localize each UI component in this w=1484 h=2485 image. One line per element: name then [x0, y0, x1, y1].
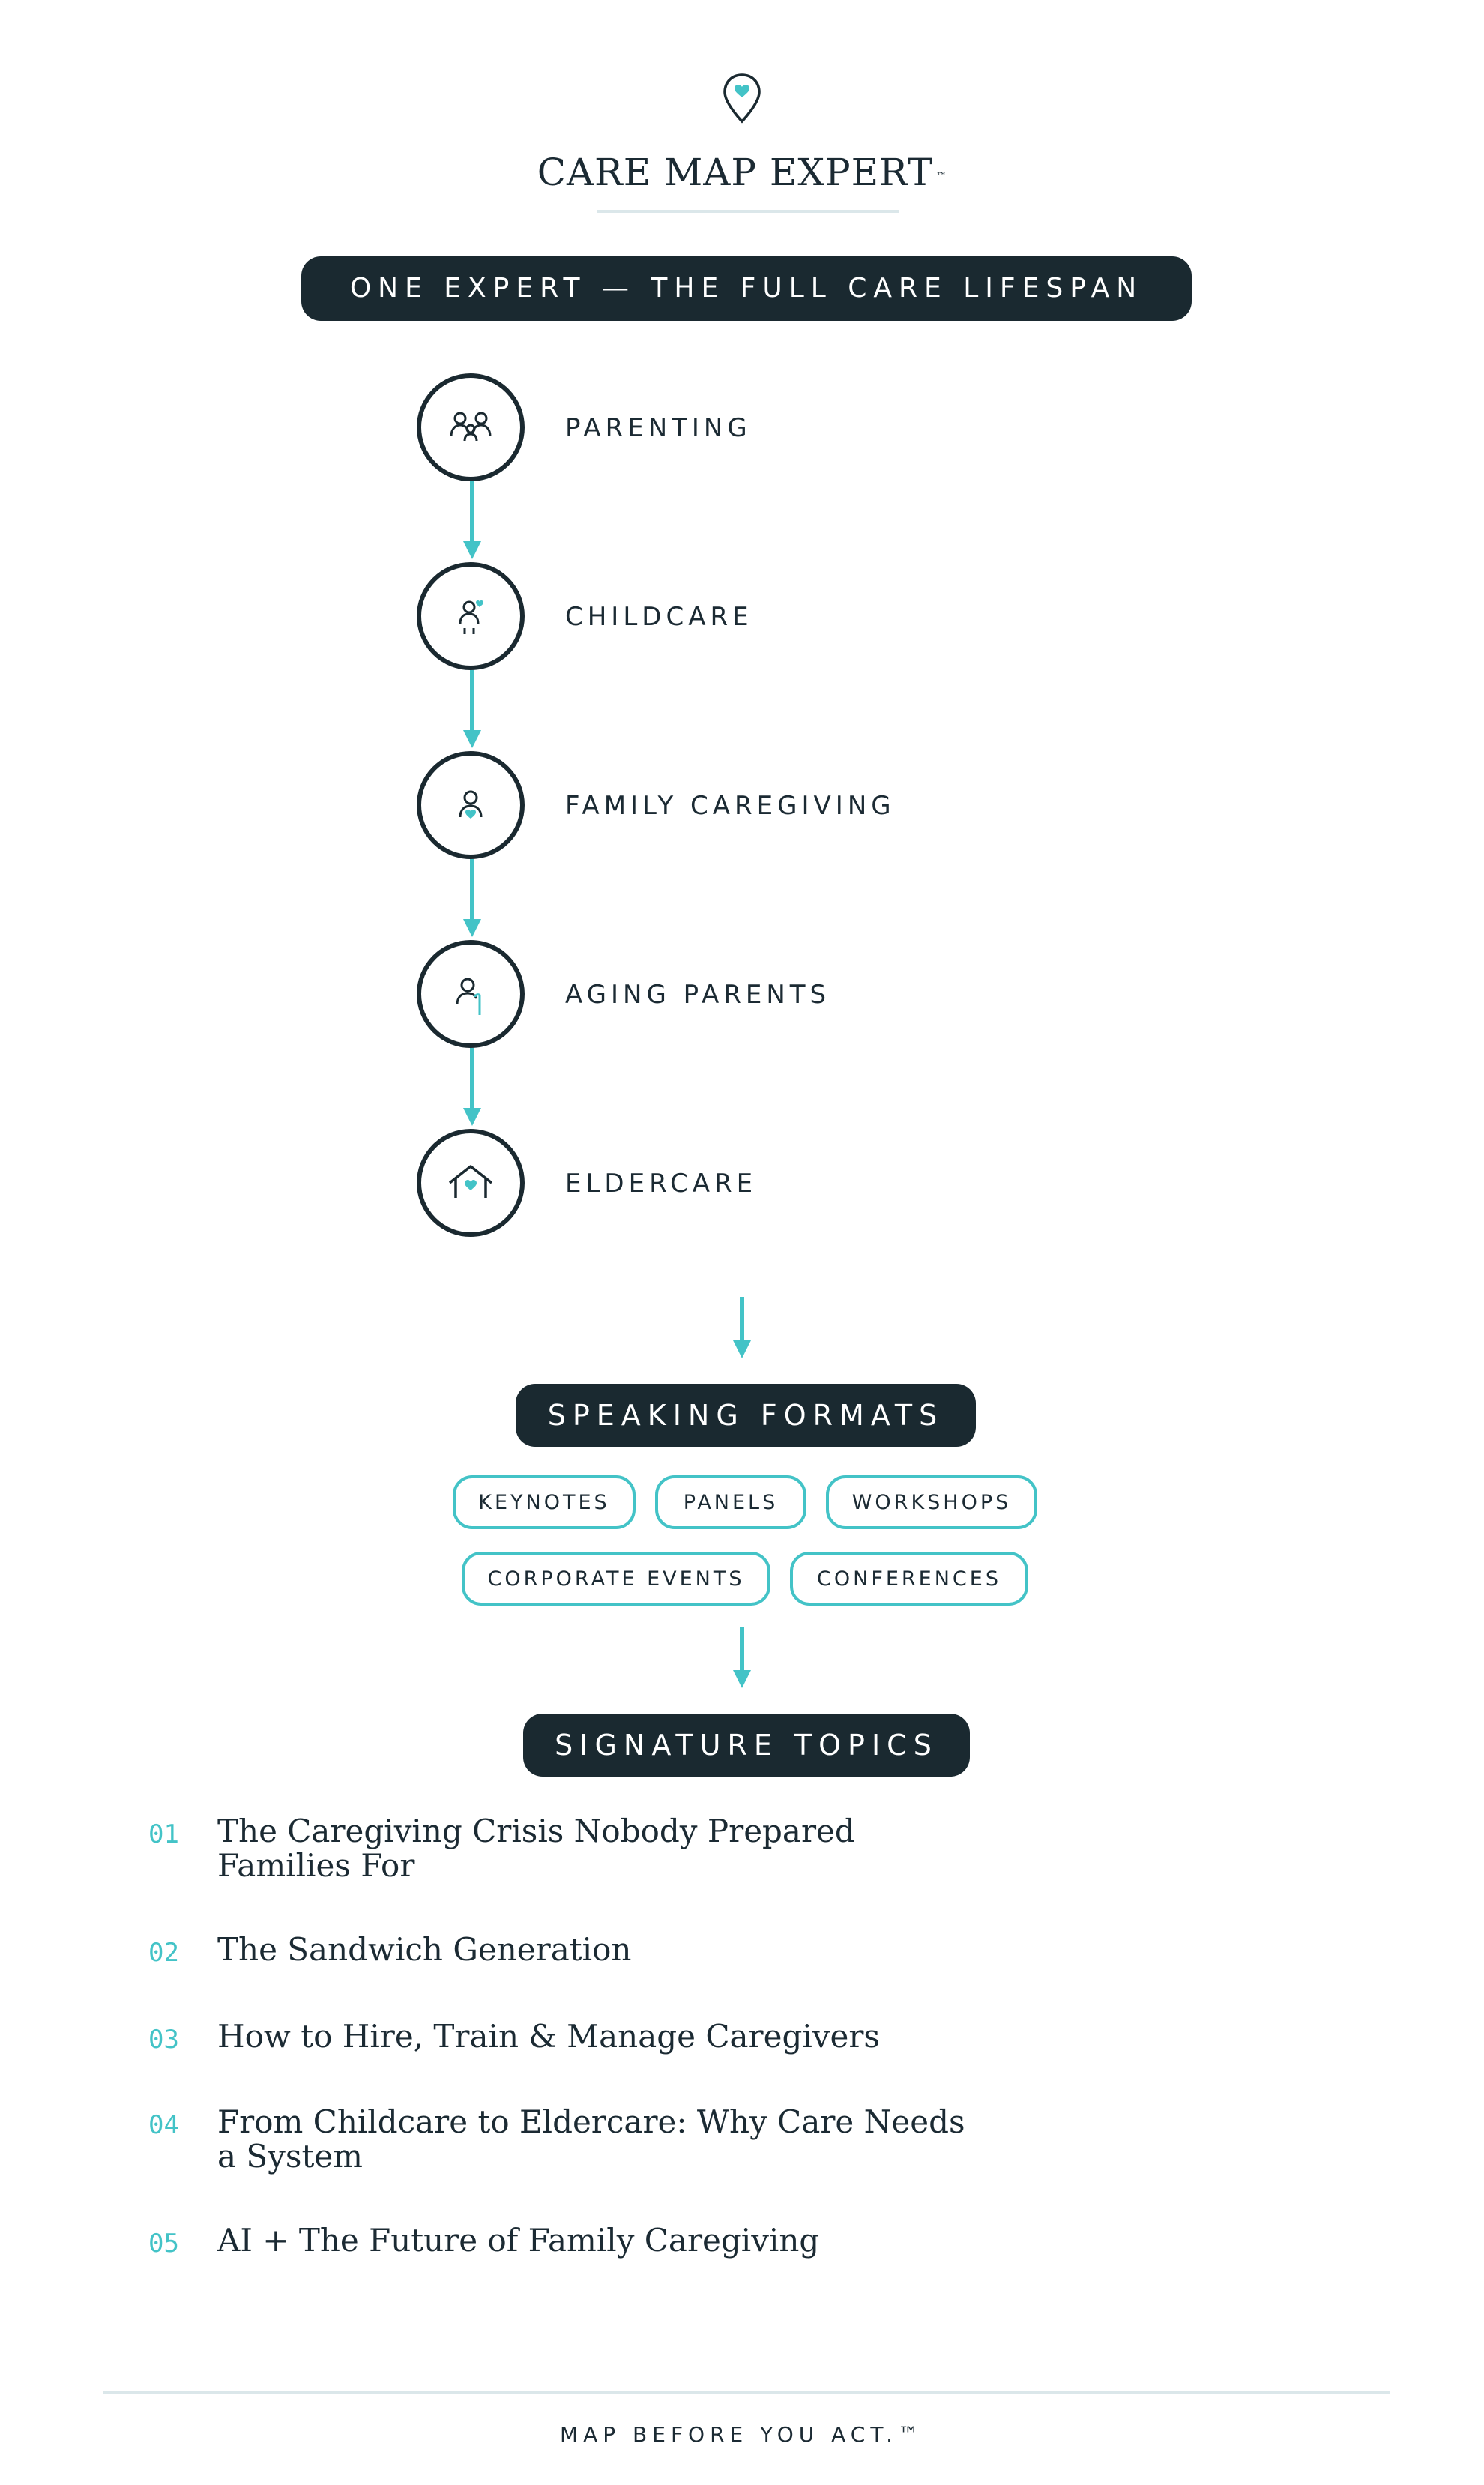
topic-title-05: AI + The Future of Family Caregiving [217, 2223, 997, 2258]
topic-number-05: 05 [148, 2229, 179, 2259]
topic-title-03: How to Hire, Train & Manage Caregivers [217, 2019, 997, 2054]
topic-04-line-1: From Childcare to Eldercare: Why Care Ne… [217, 2103, 965, 2140]
stage-childcare-label: CHILDCARE [565, 602, 753, 632]
connector-arrow-3 [463, 859, 481, 937]
topic-number-01: 01 [148, 1819, 179, 1849]
topic-04-line-2: a System [217, 2138, 364, 2175]
topic-02-line-1: The Sandwich Generation [217, 1931, 632, 1968]
format-chip-conferences: CONFERENCES [790, 1552, 1028, 1606]
stage-eldercare-label: ELDERCARE [565, 1169, 758, 1199]
format-chip-keynotes: KEYNOTES [453, 1475, 636, 1529]
topic-number-02: 02 [148, 1938, 179, 1968]
topic-05-line-1: AI + The Future of Family Caregiving [217, 2222, 820, 2259]
connector-arrow-2 [463, 670, 481, 748]
trademark-mark: ™ [936, 171, 947, 183]
stage-parenting-label: PARENTING [565, 413, 752, 443]
format-chip-workshops: WORKSHOPS [826, 1475, 1037, 1529]
topic-01-line-2: Families For [217, 1847, 415, 1884]
topic-title-01: The Caregiving Crisis Nobody Prepared Fa… [217, 1814, 997, 1883]
brand-underline [597, 210, 899, 213]
caregiver-heart-icon [459, 790, 483, 819]
connector-arrow-topics [733, 1627, 751, 1688]
format-chip-panels: PANELS [655, 1475, 806, 1529]
map-pin-heart-icon [723, 73, 761, 124]
brand-title-text: CARE MAP EXPERT [537, 151, 934, 194]
stage-parenting-circle [417, 373, 525, 481]
stage-childcare-circle [417, 562, 525, 670]
format-chip-corporate-events: CORPORATE EVENTS [462, 1552, 770, 1606]
topic-01-line-1: The Caregiving Crisis Nobody Prepared [217, 1813, 855, 1849]
speaking-formats-header: SPEAKING FORMATS [516, 1384, 976, 1447]
topic-number-03: 03 [148, 2025, 179, 2055]
stage-aging-parents-circle [417, 940, 525, 1048]
topic-title-04: From Childcare to Eldercare: Why Care Ne… [217, 2105, 997, 2174]
footer-divider [103, 2391, 1390, 2394]
connector-arrow-formats [733, 1297, 751, 1358]
stage-family-caregiving-circle [417, 751, 525, 859]
topic-number-04: 04 [148, 2110, 179, 2140]
connector-arrow-4 [463, 1048, 481, 1126]
signature-topics-header: SIGNATURE TOPICS [523, 1714, 970, 1777]
topic-03-line-1: How to Hire, Train & Manage Caregivers [217, 2018, 880, 2055]
elder-cane-icon [456, 978, 481, 1015]
stage-eldercare-circle [417, 1129, 525, 1237]
connector-arrow-1 [463, 481, 481, 559]
house-heart-icon [448, 1165, 493, 1198]
parents-child-icon [450, 412, 492, 442]
child-heart-icon [459, 600, 483, 634]
footer-tagline: MAP BEFORE YOU ACT.™ [559, 2422, 925, 2447]
stage-family-caregiving-label: FAMILY CAREGIVING [565, 791, 896, 821]
lifespan-header: ONE EXPERT — THE FULL CARE LIFESPAN [301, 256, 1192, 321]
topic-title-02: The Sandwich Generation [217, 1933, 997, 1967]
stage-aging-parents-label: AGING PARENTS [565, 980, 831, 1010]
